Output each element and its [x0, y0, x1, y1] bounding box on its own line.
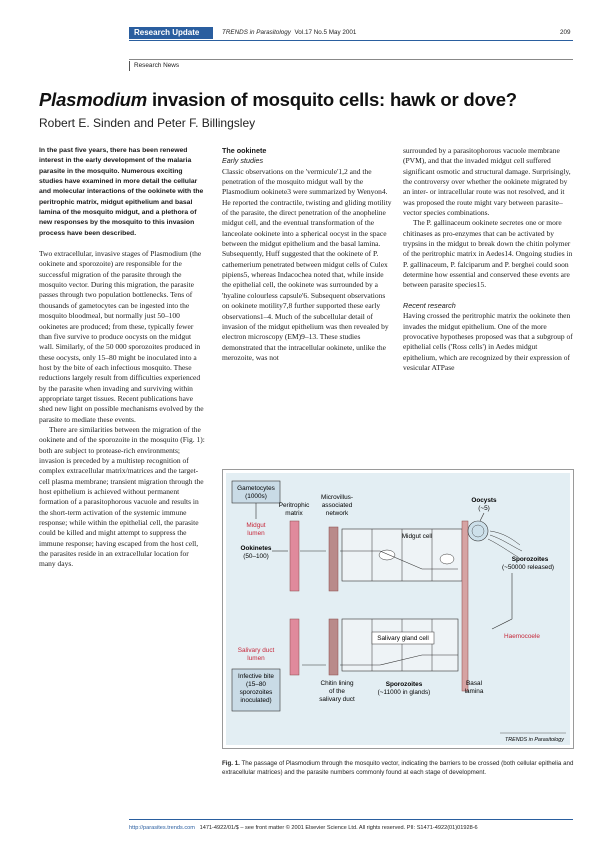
journal-name: TRENDS in Parasitology [222, 29, 291, 36]
haemocoele-label: Haemocoele [504, 633, 540, 640]
microvillus-label: Microvillus- [321, 494, 353, 501]
midgut-lumen-label-2: lumen [247, 530, 265, 537]
chitin-label-3: salivary duct [319, 696, 355, 703]
sporozoite-strand [489, 534, 523, 552]
sporozoite-path [340, 654, 458, 666]
sporozoite-strand [487, 538, 519, 558]
paragraph: Classic observations on the 'vermicule'1… [222, 166, 392, 362]
column-2: The ookinete Early studies Classic obser… [222, 146, 392, 363]
peritrophic-label: Peritrophic [279, 502, 310, 509]
figure-frame [222, 469, 574, 749]
cell-nucleus [439, 553, 455, 565]
salivary-gland-cell-box [371, 631, 435, 645]
paragraph: The P. gallinaceum ookinete secretes one… [403, 218, 573, 290]
section-heading: The ookinete [222, 146, 267, 155]
infective-bite-label-3: sporozoites [240, 689, 273, 696]
footer: http://parasites.trends.com 1471-4922/01… [129, 825, 478, 831]
footer-url[interactable]: http://parasites.trends.com [129, 825, 195, 831]
midgut-lumen-label: Midgut [246, 522, 265, 529]
page-number: 209 [560, 29, 571, 36]
salivary-gland-epithelium [341, 618, 459, 672]
article-title: Plasmodium invasion of mosquito cells: h… [39, 89, 517, 111]
figure-1: Gametocytes (1000s) Peritrophic matrix M… [222, 469, 574, 751]
section-badge: Research Update [129, 27, 213, 39]
title-genus: Plasmodium [39, 89, 147, 110]
figure-background [226, 473, 570, 745]
chitin-label: Chitin lining [320, 680, 353, 687]
peritrophic-label-2: matrix [285, 510, 303, 517]
footer-rule [129, 819, 573, 820]
ookinetes-count: (50–100) [243, 553, 269, 560]
oocyst [467, 520, 489, 542]
infective-bite-box [231, 668, 281, 712]
gametocytes-label: Gametocytes [237, 485, 275, 492]
figure-diagram: Gametocytes (1000s) Peritrophic matrix M… [226, 473, 570, 745]
oocyst-inner [471, 524, 485, 538]
abstract: In the past five years, there has been r… [39, 147, 204, 237]
section-tag: Research News [129, 61, 179, 71]
figure-caption: Fig. 1. The passage of Plasmodium throug… [222, 760, 574, 777]
microvillus-label-3: network [326, 510, 349, 517]
column-3: surrounded by a parasitophorous vacuole … [403, 146, 573, 373]
chitin-lining [328, 618, 339, 676]
paragraph: Two extracellular, invasive stages of Pl… [39, 249, 204, 424]
sporozoite-arrow [491, 573, 513, 630]
salivary-duct-lumen-label: Salivary duct [238, 647, 275, 654]
peritrophic-matrix [289, 520, 300, 592]
figure-credit: TRENDS in Parasitology [505, 737, 564, 743]
section-rule [129, 59, 573, 60]
journal-volume: Vol.17 No.5 May 2001 [294, 29, 357, 36]
basal-lamina-label: Basal [466, 680, 482, 687]
chitin-label-2: of the [329, 688, 345, 695]
ookinete-path [340, 550, 458, 570]
authors: Robert E. Sinden and Peter F. Billingsle… [39, 116, 256, 130]
infective-bite-label-4: inoculated) [240, 697, 271, 704]
title-rest: invasion of mosquito cells: hawk or dove… [147, 89, 517, 110]
paragraph: There are similarities between the migra… [39, 424, 205, 569]
sporozoites-glands-label: Sporozoites [386, 681, 423, 688]
midgut-cell-label: Midgut cell [402, 533, 433, 540]
subsection-heading: Recent research [403, 300, 456, 310]
sporozoites-released-count: (~50000 released) [502, 564, 554, 571]
header-rule [129, 40, 573, 41]
column-1: In the past five years, there has been r… [39, 146, 207, 570]
gametocytes-count: (1000s) [245, 493, 267, 500]
oocysts-count: (~5) [478, 505, 490, 512]
salivary-gland-cell-label: Salivary gland cell [377, 635, 429, 642]
caption-text: The passage of Plasmodium through the mo… [222, 760, 574, 776]
salivary-duct-lumen-label-2: lumen [247, 655, 265, 662]
sporozoites-label: Sporozoites [512, 556, 549, 563]
salivary-duct-wall [289, 618, 300, 676]
microvillus-network [328, 526, 339, 592]
paragraph: Having crossed the peritrophic matrix th… [403, 311, 573, 372]
basal-lamina-label-2: lamina [465, 688, 484, 695]
microvillus-label-2: associated [322, 502, 353, 509]
subsection-heading: Early studies [222, 156, 264, 166]
sporozoites-glands-count: (~11000 in glands) [378, 689, 431, 696]
journal-info: TRENDS in Parasitology Vol.17 No.5 May 2… [222, 29, 356, 36]
basal-lamina [461, 520, 469, 692]
infective-bite-label: Infective bite [238, 673, 274, 680]
infective-bite-label-2: (15–80 [246, 681, 266, 688]
footer-copyright: 1471-4922/01/$ – see front matter © 2001… [199, 825, 478, 831]
paragraph: surrounded by a parasitophorous vacuole … [403, 146, 571, 218]
ookinetes-label: Ookinetes [241, 545, 272, 552]
caption-label: Fig. 1. [222, 760, 240, 767]
oocysts-label: Oocysts [471, 497, 497, 504]
sporozoite-strand [489, 530, 521, 546]
spacer [403, 291, 573, 301]
oocyst-leader [479, 512, 485, 522]
